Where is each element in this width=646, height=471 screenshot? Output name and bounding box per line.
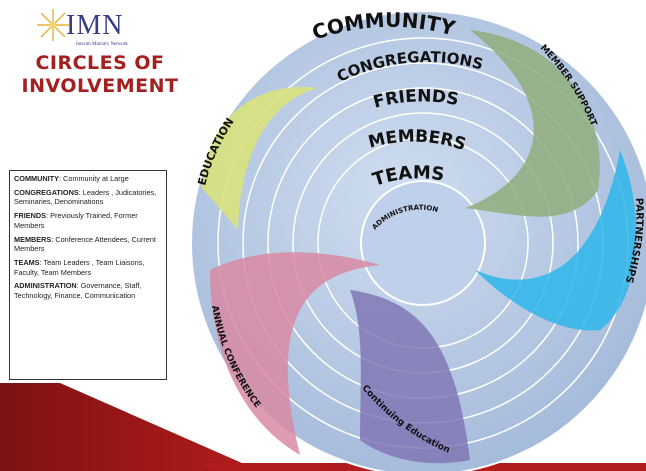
legend-term: ADMINISTRATION <box>14 281 77 291</box>
logo-network-name: Interim Ministry Network <box>76 42 128 47</box>
legend-term: COMMUNITY <box>14 174 59 183</box>
legend-term: CONGREGATIONS <box>14 187 79 197</box>
star-icon <box>37 9 69 41</box>
legend-entry: TEAMS: Team Leaders , Team Liaisons, Fac… <box>14 258 162 277</box>
logo-abbrev: IMN <box>66 10 124 41</box>
continuing-education-arc <box>350 290 470 464</box>
legend-entry: ADMINISTRATION: Governance, Staff, Techn… <box>14 281 162 300</box>
legend-term: MEMBERS <box>14 234 52 244</box>
legend-description: : Governance, Staff, Technology, Finance… <box>14 281 142 301</box>
legend-entry: MEMBERS: Conference Attendees, Current M… <box>14 235 162 254</box>
legend-description: : Conference Attendees, Current Members <box>14 234 156 254</box>
member-support-arc <box>465 30 600 217</box>
legend-entry: CONGREGATIONS: Leaders , Judicatories, S… <box>14 188 162 207</box>
legend-description: : Team Leaders , Team Liaisons, Faculty,… <box>14 257 145 277</box>
legend-entry: FRIENDS: Previously Trained, Former Memb… <box>14 211 162 230</box>
annual-conference-arc <box>210 252 380 455</box>
legend-term: FRIENDS <box>14 211 47 221</box>
legend-description: : Community at Large <box>59 174 129 183</box>
legend-entry: COMMUNITY: Community at Large <box>14 174 162 184</box>
page-title-line1: CIRCLES OF <box>35 52 165 74</box>
partnerships-arc <box>475 150 637 331</box>
legend-description: : Previously Trained, Former Members <box>14 211 138 230</box>
imn-logo: IMN Interim Ministry Network CIRCLES OF … <box>0 0 200 110</box>
legend-description: : Leaders , Judicatories, Seminaries, De… <box>14 187 157 207</box>
education-arc <box>202 86 318 230</box>
legend-term: TEAMS <box>14 257 40 267</box>
page-title-line2: INVOLVEMENT <box>21 75 179 97</box>
